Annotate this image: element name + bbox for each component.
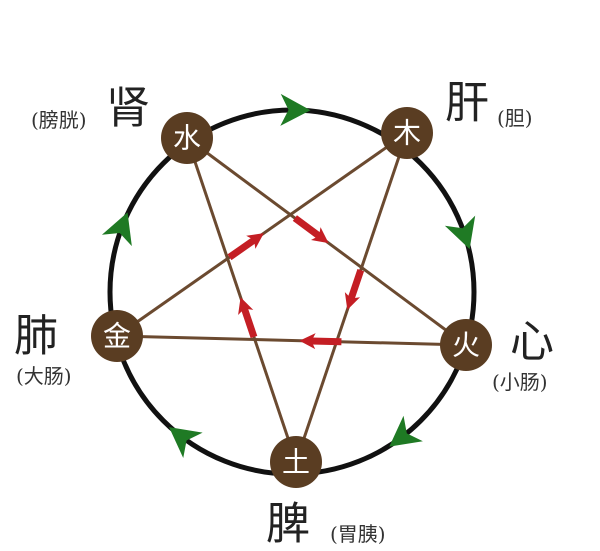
generate-arrow-fire-earth — [389, 415, 423, 447]
generating-cycle-ring — [107, 107, 477, 477]
node-earth-paired: (胃胰) — [330, 522, 386, 546]
control-arrow-wood-earth — [344, 268, 365, 310]
node-water-organ: 肾 — [106, 83, 150, 134]
controlling-cycle-star — [116, 131, 467, 463]
node-earth: 土 脾 (胃胰) — [266, 436, 386, 550]
node-metal-circle — [91, 310, 143, 362]
node-fire-element: 火 — [452, 329, 480, 362]
node-wood-circle — [381, 107, 433, 159]
node-metal-paired: (大肠) — [16, 364, 72, 388]
node-water-element: 水 — [173, 122, 201, 155]
node-water-circle — [161, 112, 213, 164]
node-wood-organ: 肝 — [445, 78, 489, 129]
node-fire-paired: (小肠) — [492, 370, 548, 394]
node-wood-paired: (胆) — [497, 106, 533, 130]
node-metal-element: 金 — [103, 320, 131, 353]
node-earth-element: 土 — [282, 446, 310, 479]
node-wood-element: 木 — [393, 117, 421, 150]
control-arrow-water-fire — [292, 215, 329, 244]
control-arrow-fire-metal — [299, 333, 342, 350]
node-fire: 火 心 (小肠) — [440, 317, 554, 394]
generate-arrow-water-wood — [280, 93, 311, 126]
controlling-arrows — [227, 215, 365, 350]
node-fire-organ: 心 — [510, 317, 554, 368]
node-metal-organ: 肺 — [14, 311, 58, 362]
generating-arrows — [101, 93, 476, 459]
control-line-fire-metal — [116, 334, 467, 347]
control-arrow-earth-water — [238, 297, 258, 339]
node-fire-circle — [440, 319, 492, 371]
node-water: 水 肾 (膀胱) — [31, 83, 213, 164]
control-arrow-metal-wood — [227, 233, 264, 261]
generate-arrow-earth-metal — [169, 427, 203, 459]
generate-arrow-wood-fire — [444, 215, 476, 250]
node-wood: 木 肝 (胆) — [381, 78, 533, 159]
generate-arrow-metal-water — [101, 212, 132, 247]
node-metal: 金 肺 (大肠) — [14, 310, 143, 388]
node-earth-circle — [270, 436, 322, 488]
node-earth-organ: 脾 — [266, 499, 310, 550]
node-water-paired: (膀胱) — [31, 108, 87, 132]
